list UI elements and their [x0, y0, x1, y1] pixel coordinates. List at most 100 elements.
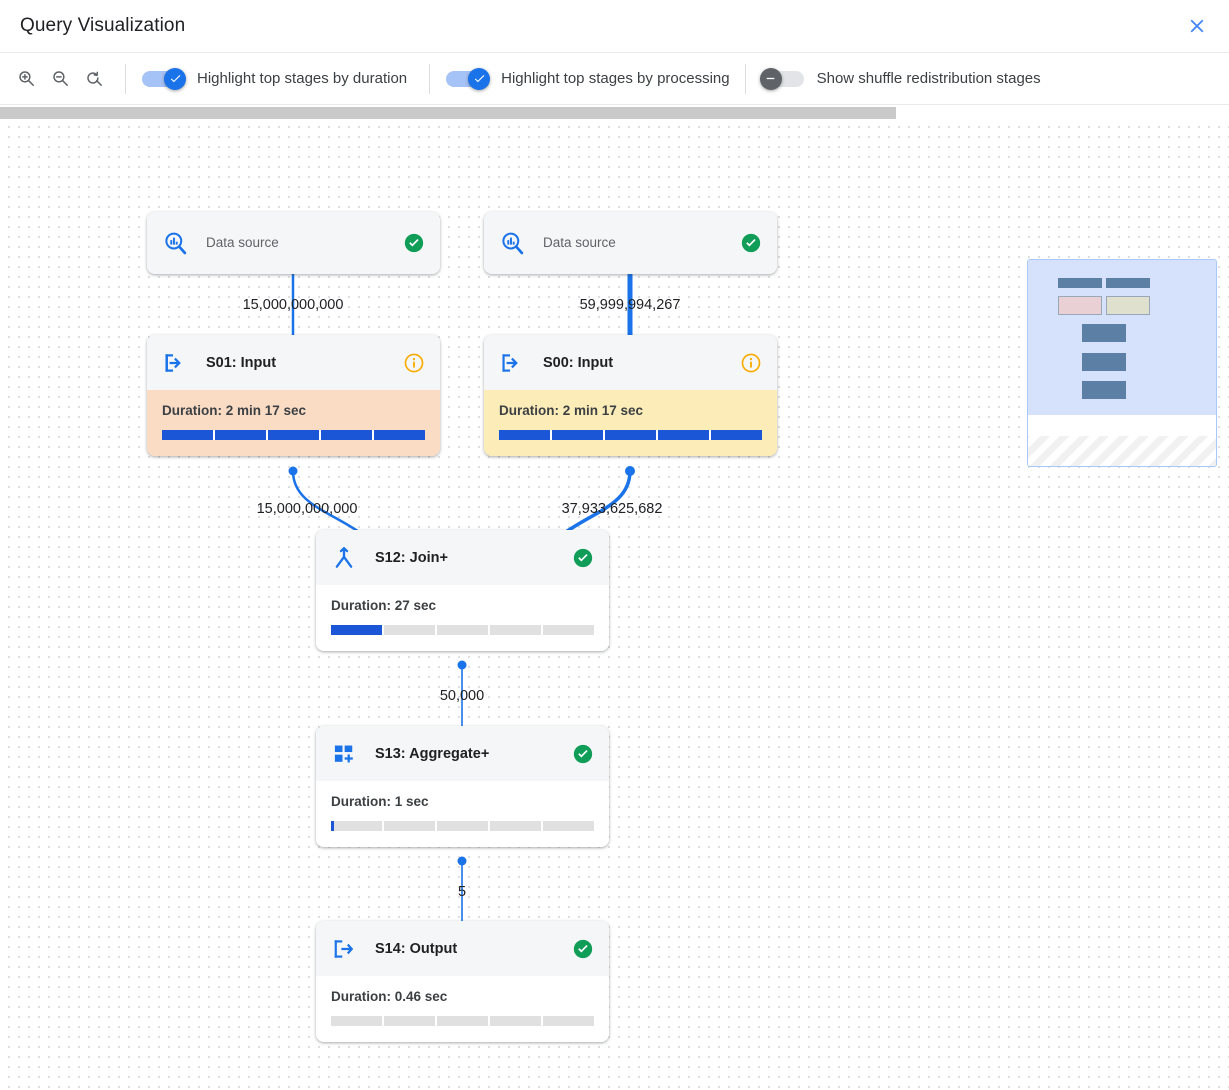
input-arrow-icon [499, 350, 529, 376]
check-circle-icon [404, 233, 424, 253]
progress-fill [331, 625, 384, 635]
toolbar-divider-2 [429, 63, 431, 94]
horizontal-scrollbar-thumb[interactable] [0, 107, 896, 119]
progress-ticks [499, 430, 762, 440]
check-circle-icon [573, 744, 593, 763]
node-stage-s13[interactable]: S13: Aggregate+ Duration: 1 sec [316, 726, 609, 847]
duration-label: Duration: 2 min 17 sec [162, 403, 307, 418]
minimap-node [1082, 353, 1126, 371]
toggle-knob [759, 67, 782, 90]
toggle-knob [164, 67, 186, 90]
status-badge [572, 743, 594, 765]
edge-label: 37,933,625,682 [561, 501, 663, 517]
output-arrow-icon [331, 936, 361, 962]
node-stage-s00[interactable]: S00: Input Duration: 2 min 17 sec [484, 335, 777, 456]
toolbar-divider-3 [744, 63, 746, 94]
progress-ticks [331, 821, 594, 831]
data-source-subtitle: Data source [206, 235, 279, 250]
input-arrow-icon [162, 350, 192, 376]
node-body: Duration: 1 sec [316, 781, 609, 847]
progress-bar [162, 430, 425, 440]
close-icon [1190, 19, 1204, 33]
toggle-label-duration: Highlight top stages by duration [197, 70, 408, 87]
toggle-group-duration: Highlight top stages by duration [140, 53, 407, 104]
duration-label: Duration: 2 min 17 sec [499, 403, 644, 418]
node-header: S00: Input [484, 335, 777, 390]
minimap-node-highlight-duration [1058, 296, 1102, 315]
node-header: Data source [484, 212, 777, 274]
node-data-source-left[interactable]: Data source [147, 212, 440, 274]
aggregate-icon [331, 741, 361, 767]
edge-label: 50,000 [439, 688, 485, 704]
check-icon [474, 75, 485, 83]
node-header: Data source [147, 212, 440, 274]
toggle-label-shuffle: Show shuffle redistribution stages [816, 70, 1041, 87]
progress-bar [331, 625, 594, 635]
zoom-in-button[interactable] [9, 62, 43, 96]
status-badge [740, 232, 762, 254]
progress-ticks [331, 1016, 594, 1026]
status-badge[interactable] [740, 352, 762, 374]
node-title: S01: Input [206, 354, 277, 371]
node-body: Duration: 27 sec [316, 585, 609, 651]
check-icon [170, 75, 180, 83]
node-stage-s01[interactable]: S01: Input Duration: 2 min 17 sec [147, 335, 440, 456]
toggle-knob [468, 67, 491, 90]
toggle-show-shuffle-stages[interactable] [759, 67, 806, 90]
graph-canvas[interactable]: 15,000,000,000 59,999,994,267 15,000,000… [0, 119, 1229, 1090]
node-title: S13: Aggregate+ [375, 745, 490, 762]
progress-fill [499, 430, 762, 440]
node-body: Duration: 2 min 17 sec [147, 390, 440, 456]
node-body: Duration: 2 min 17 sec [484, 390, 777, 456]
node-stage-s12[interactable]: S12: Join+ Duration: 27 sec [316, 530, 609, 651]
status-badge [572, 938, 594, 960]
dialog-header: Query Visualization [0, 0, 1229, 52]
node-header: S12: Join+ [316, 530, 609, 585]
zoom-reset-button[interactable] [77, 62, 111, 96]
node-body: Duration: 0.46 sec [316, 976, 609, 1042]
minus-icon [766, 77, 775, 80]
graph-toolbar: Highlight top stages by duration Highlig… [0, 52, 1229, 105]
bigquery-data-source-icon [499, 230, 529, 257]
minimap-node [1106, 278, 1150, 288]
minimap-out-of-bounds-area [1028, 436, 1216, 466]
check-circle-icon [573, 548, 593, 567]
status-badge [572, 547, 594, 569]
progress-ticks [162, 430, 425, 440]
minimap-node-highlight-processing [1106, 296, 1150, 315]
toggle-highlight-processing[interactable] [444, 67, 491, 90]
info-circle-icon [404, 353, 424, 372]
edge-label: 5 [457, 884, 467, 900]
progress-fill [331, 821, 334, 831]
node-data-source-right[interactable]: Data source [484, 212, 777, 274]
bigquery-data-source-icon [162, 230, 192, 257]
progress-bar [331, 1016, 594, 1026]
minimap-node [1058, 278, 1102, 288]
close-button[interactable] [1177, 6, 1217, 46]
duration-label: Duration: 27 sec [331, 598, 437, 613]
minimap-node [1082, 324, 1126, 342]
progress-bar [331, 821, 594, 831]
toggle-group-processing: Highlight top stages by processing [444, 53, 730, 104]
data-source-label-block: Data source [543, 234, 740, 252]
data-source-label-block: Data source [206, 234, 403, 252]
graph-minimap[interactable] [1027, 259, 1217, 467]
duration-label: Duration: 0.46 sec [331, 989, 448, 1004]
status-badge[interactable] [403, 352, 425, 374]
status-badge [403, 232, 425, 254]
zoom-out-button[interactable] [43, 62, 77, 96]
duration-label: Duration: 1 sec [331, 794, 429, 809]
info-circle-icon [741, 353, 761, 372]
toggle-label-processing: Highlight top stages by processing [501, 70, 730, 87]
page-title: Query Visualization [20, 15, 186, 36]
toggle-highlight-duration[interactable] [140, 67, 186, 90]
node-title: S14: Output [375, 940, 458, 957]
node-title: S00: Input [543, 354, 614, 371]
edge-label: 15,000,000,000 [242, 297, 344, 313]
node-stage-s14[interactable]: S14: Output Duration: 0.46 sec [316, 921, 609, 1042]
zoom-in-icon [18, 71, 34, 86]
check-circle-icon [741, 233, 761, 253]
node-title: S12: Join+ [375, 549, 448, 566]
toolbar-divider-1 [125, 63, 126, 94]
node-header: S14: Output [316, 921, 609, 976]
